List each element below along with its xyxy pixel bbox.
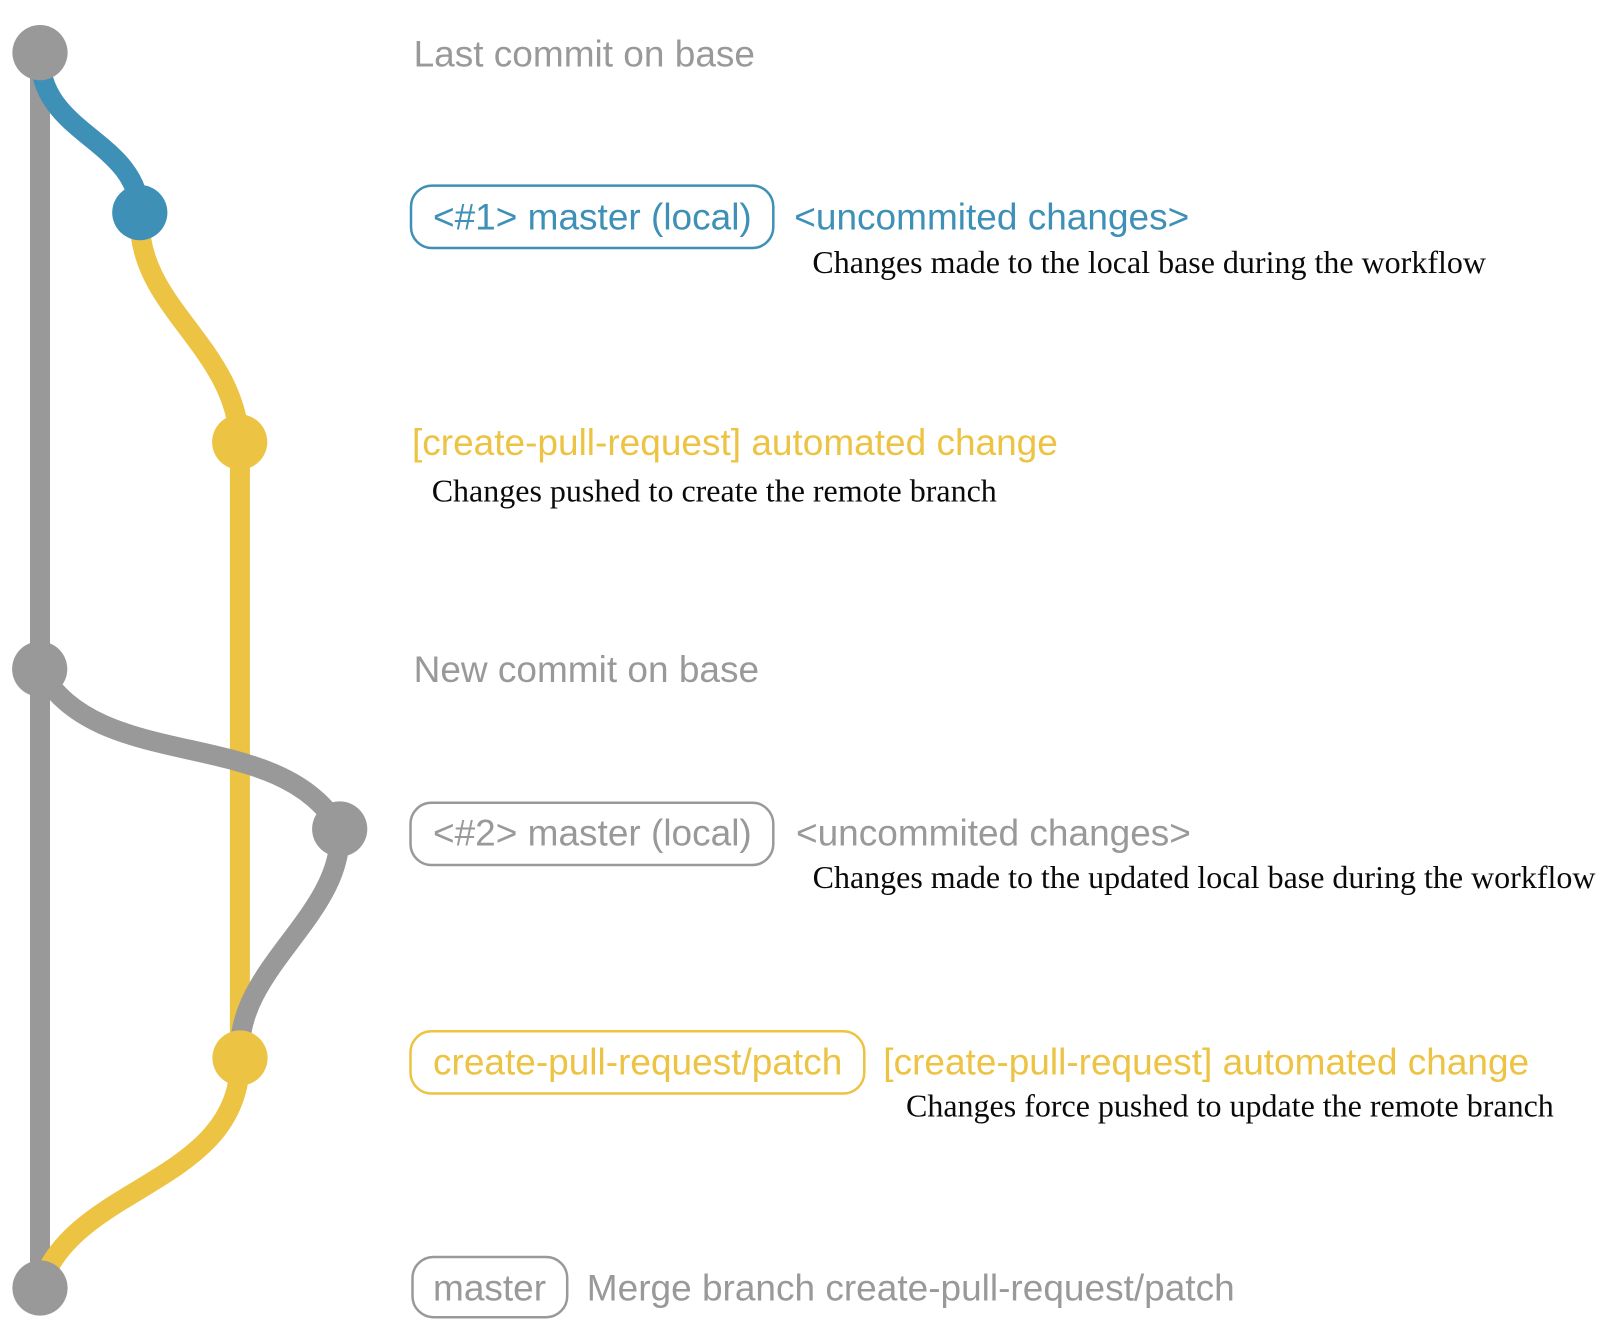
- svg-text:[create-pull-request] automate: [create-pull-request] automated change: [412, 422, 1058, 463]
- svg-text:<uncommited changes>: <uncommited changes>: [796, 813, 1191, 854]
- svg-text:Changes made to the local base: Changes made to the local base during th…: [812, 244, 1486, 280]
- svg-text:<#2> master (local): <#2> master (local): [433, 813, 752, 854]
- svg-text:Changes pushed to create the r: Changes pushed to create the remote bran…: [432, 473, 997, 509]
- svg-text:New commit on base: New commit on base: [414, 649, 759, 690]
- svg-text:master: master: [433, 1268, 546, 1309]
- svg-text:Merge branch create-pull-reque: Merge branch create-pull-request/patch: [587, 1268, 1235, 1309]
- svg-text:<uncommited changes>: <uncommited changes>: [794, 197, 1189, 238]
- svg-text:<#1> master (local): <#1> master (local): [433, 197, 752, 238]
- svg-text:[create-pull-request] automate: [create-pull-request] automated change: [883, 1042, 1529, 1083]
- svg-text:Changes made to the updated lo: Changes made to the updated local base d…: [813, 859, 1596, 895]
- svg-text:create-pull-request/patch: create-pull-request/patch: [433, 1042, 842, 1083]
- svg-text:Changes force pushed to update: Changes force pushed to update the remot…: [906, 1087, 1554, 1123]
- svg-text:Last commit on base: Last commit on base: [414, 33, 755, 74]
